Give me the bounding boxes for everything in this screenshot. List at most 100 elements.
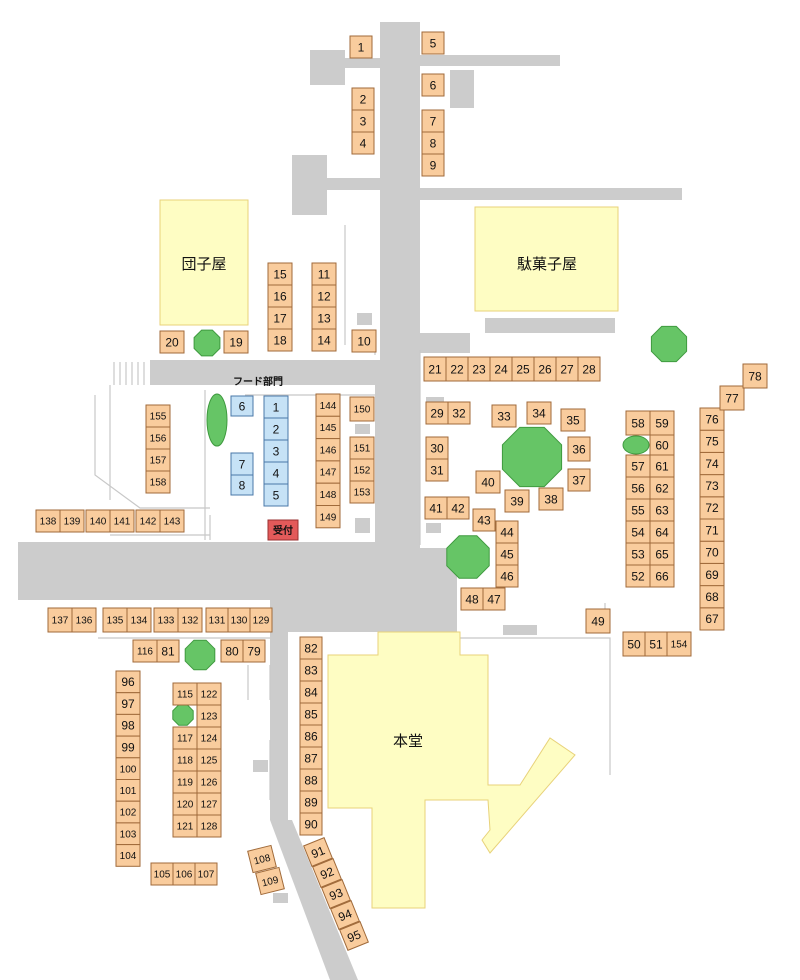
food-stall-5[interactable]: 5	[263, 483, 289, 507]
stall-68[interactable]: 68	[699, 585, 725, 609]
stall-72[interactable]: 72	[699, 496, 725, 520]
stall-42[interactable]: 42	[446, 496, 470, 520]
stall-65[interactable]: 65	[649, 542, 675, 566]
food-stall-1[interactable]: 1	[263, 395, 289, 419]
stall-90[interactable]: 90	[299, 812, 323, 836]
stall-15[interactable]: 15	[267, 262, 293, 286]
stall-108[interactable]: 108	[247, 844, 277, 874]
stall-61[interactable]: 61	[649, 454, 675, 478]
stall-31[interactable]: 31	[425, 458, 449, 482]
stall-85[interactable]: 85	[299, 702, 323, 726]
stall-84[interactable]: 84	[299, 680, 323, 704]
stall-115[interactable]: 115	[172, 682, 198, 706]
stall-3[interactable]: 3	[351, 109, 375, 133]
stall-13[interactable]: 13	[311, 306, 337, 330]
stall-122[interactable]: 122	[196, 682, 222, 706]
stall-119[interactable]: 119	[172, 770, 198, 794]
stall-70[interactable]: 70	[699, 540, 725, 564]
stall-131[interactable]: 131	[205, 607, 229, 633]
stall-147[interactable]: 147	[315, 460, 341, 484]
stall-43[interactable]: 43	[472, 508, 496, 532]
stall-10[interactable]: 10	[351, 329, 377, 353]
stall-99[interactable]: 99	[115, 735, 141, 759]
stall-143[interactable]: 143	[159, 509, 185, 533]
stall-144[interactable]: 144	[315, 393, 341, 417]
stall-64[interactable]: 64	[649, 520, 675, 544]
stall-7[interactable]: 7	[421, 109, 445, 133]
stall-136[interactable]: 136	[71, 607, 97, 633]
stall-146[interactable]: 146	[315, 438, 341, 462]
stall-19[interactable]: 19	[223, 330, 249, 354]
stall-102[interactable]: 102	[115, 800, 141, 824]
stall-157[interactable]: 157	[145, 448, 171, 472]
stall-54[interactable]: 54	[625, 520, 651, 544]
stall-67[interactable]: 67	[699, 607, 725, 631]
stall-53[interactable]: 53	[625, 542, 651, 566]
stall-27[interactable]: 27	[555, 356, 579, 382]
stall-149[interactable]: 149	[315, 505, 341, 529]
stall-79[interactable]: 79	[242, 639, 266, 663]
stall-83[interactable]: 83	[299, 658, 323, 682]
food-stall-8[interactable]: 8	[230, 474, 254, 496]
stall-98[interactable]: 98	[115, 713, 141, 737]
stall-124[interactable]: 124	[196, 726, 222, 750]
stall-62[interactable]: 62	[649, 476, 675, 500]
stall-75[interactable]: 75	[699, 429, 725, 453]
stall-118[interactable]: 118	[172, 748, 198, 772]
stall-37[interactable]: 37	[567, 468, 591, 492]
stall-154[interactable]: 154	[666, 631, 692, 657]
stall-92[interactable]: 92	[312, 858, 342, 888]
stall-2[interactable]: 2	[351, 87, 375, 111]
stall-139[interactable]: 139	[59, 509, 85, 533]
food-stall-3[interactable]: 3	[263, 439, 289, 463]
stall-142[interactable]: 142	[135, 509, 161, 533]
stall-39[interactable]: 39	[504, 489, 530, 513]
stall-24[interactable]: 24	[489, 356, 513, 382]
stall-76[interactable]: 76	[699, 407, 725, 431]
stall-97[interactable]: 97	[115, 692, 141, 715]
stall-33[interactable]: 33	[491, 404, 517, 428]
stall-107[interactable]: 107	[194, 862, 218, 886]
stall-141[interactable]: 141	[109, 509, 135, 533]
stall-96[interactable]: 96	[115, 670, 141, 694]
stall-26[interactable]: 26	[533, 356, 557, 382]
stall-44[interactable]: 44	[495, 520, 519, 544]
stall-126[interactable]: 126	[196, 770, 222, 794]
stall-93[interactable]: 93	[321, 879, 351, 909]
stall-1[interactable]: 1	[349, 35, 373, 59]
stall-34[interactable]: 34	[526, 401, 552, 425]
stall-49[interactable]: 49	[585, 608, 611, 634]
stall-60[interactable]: 60	[649, 434, 675, 456]
stall-95[interactable]: 95	[339, 921, 369, 951]
stall-50[interactable]: 50	[622, 631, 646, 657]
stall-145[interactable]: 145	[315, 415, 341, 440]
stall-140[interactable]: 140	[85, 509, 111, 533]
stall-129[interactable]: 129	[249, 607, 273, 633]
stall-35[interactable]: 35	[560, 408, 586, 432]
stall-138[interactable]: 138	[35, 509, 61, 533]
stall-8[interactable]: 8	[421, 131, 445, 155]
stall-63[interactable]: 63	[649, 498, 675, 522]
stall-47[interactable]: 47	[482, 587, 506, 611]
stall-116[interactable]: 116	[132, 639, 158, 663]
stall-156[interactable]: 156	[145, 426, 171, 450]
stall-152[interactable]: 152	[349, 458, 375, 482]
stall-74[interactable]: 74	[699, 451, 725, 476]
stall-158[interactable]: 158	[145, 470, 171, 494]
stall-105[interactable]: 105	[150, 862, 174, 886]
stall-91[interactable]: 91	[303, 837, 333, 867]
stall-135[interactable]: 135	[102, 607, 128, 633]
stall-103[interactable]: 103	[115, 822, 141, 846]
stall-137[interactable]: 137	[47, 607, 73, 633]
stall-104[interactable]: 104	[115, 844, 141, 867]
stall-151[interactable]: 151	[349, 436, 375, 460]
stall-22[interactable]: 22	[445, 356, 469, 382]
stall-71[interactable]: 71	[699, 518, 725, 542]
stall-12[interactable]: 12	[311, 284, 337, 308]
stall-4[interactable]: 4	[351, 131, 375, 155]
stall-134[interactable]: 134	[126, 607, 152, 633]
stall-57[interactable]: 57	[625, 454, 651, 478]
stall-32[interactable]: 32	[447, 401, 471, 425]
stall-153[interactable]: 153	[349, 480, 375, 504]
stall-127[interactable]: 127	[196, 792, 222, 816]
